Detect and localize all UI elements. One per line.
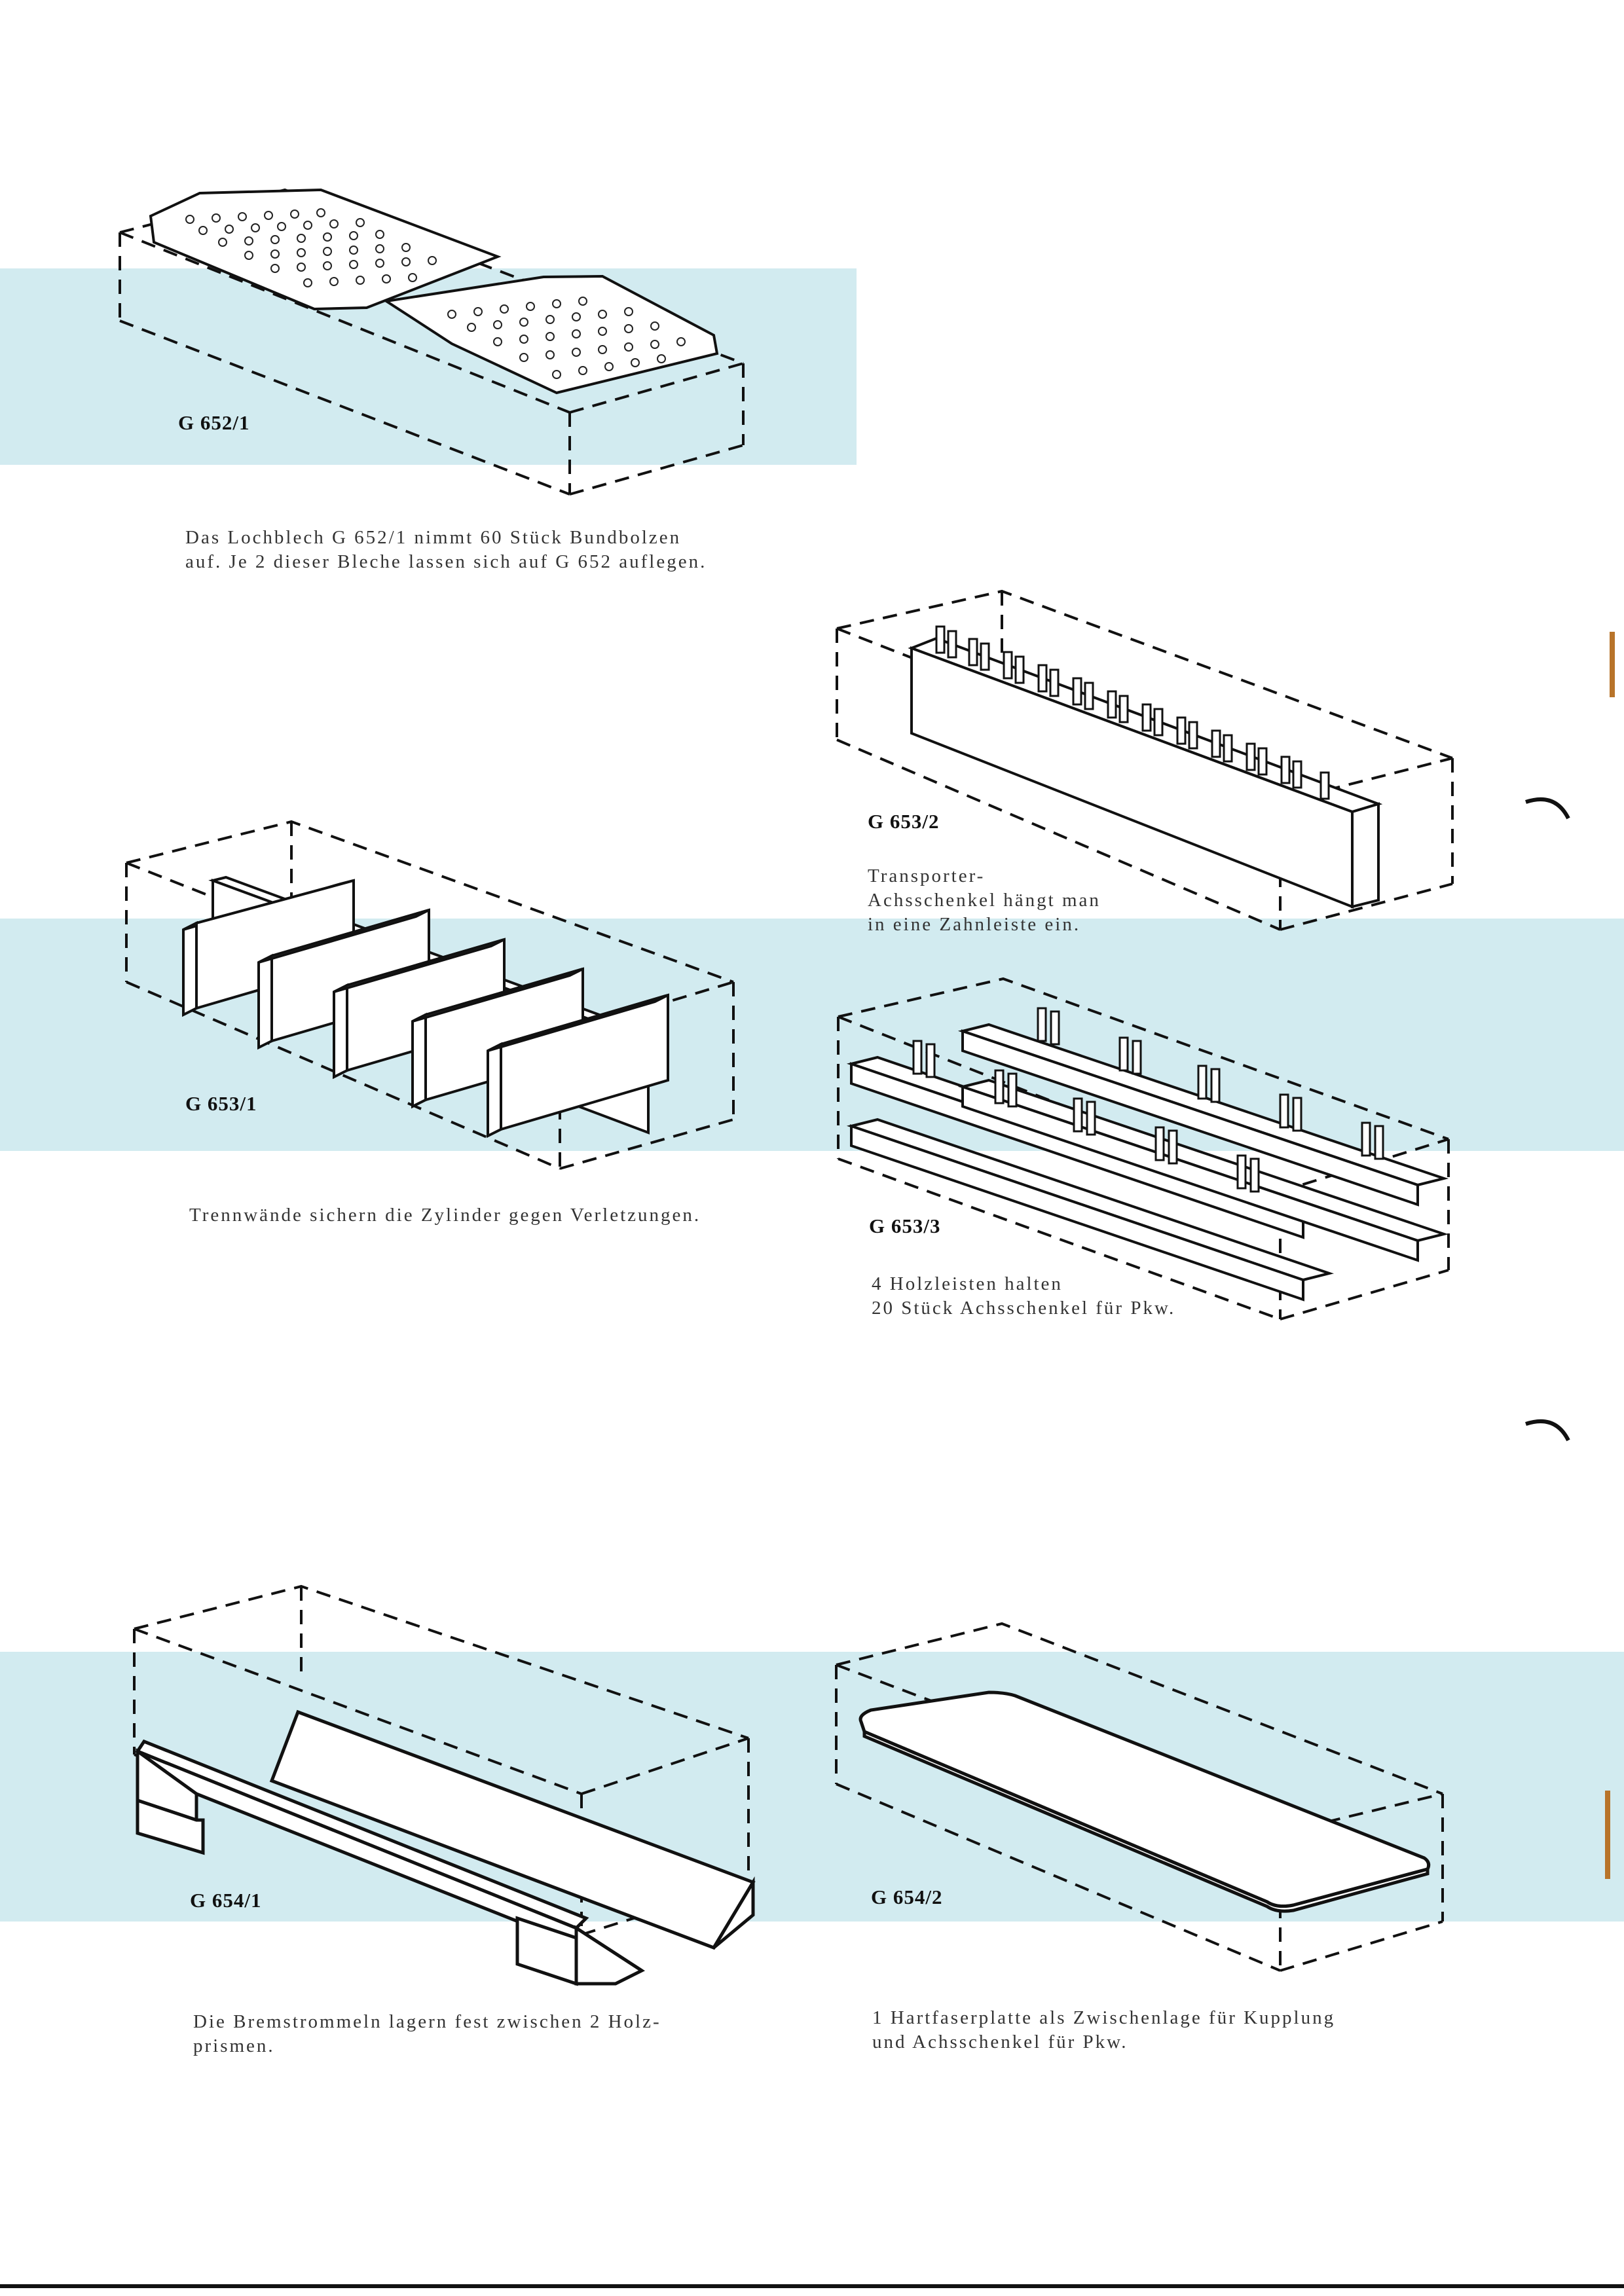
caption-line: prismen. (193, 2035, 275, 2056)
binder-hole-mark (1525, 1419, 1570, 1442)
figure-label-g653-3: G 653/3 (869, 1214, 941, 1237)
strip-pins (913, 1008, 1383, 1192)
caption-g653-3: 4 Holzleisten halten 20 Stück Achsschenk… (872, 1272, 1175, 1321)
caption-g654-2: 1 Hartfaserplatte als Zwischenlage für K… (872, 2006, 1335, 2054)
caption-line: 1 Hartfaserplatte als Zwischenlage für K… (872, 2007, 1336, 2028)
prism-supports (138, 1800, 576, 1984)
caption-g652-1: Das Lochblech G 652/1 nimmt 60 Stück Bun… (185, 526, 707, 574)
caption-line: Trennwände sichern die Zylinder gegen Ve… (189, 1205, 701, 1226)
caption-line: 4 Holzleisten halten (872, 1273, 1063, 1294)
figure-label-g654-2: G 654/2 (871, 1886, 943, 1908)
figure-label-g654-1: G 654/1 (190, 1889, 262, 1912)
sheet-holes (186, 209, 685, 378)
cross-dividers (183, 881, 668, 1136)
caption-line: in eine Zahnleiste ein. (868, 914, 1081, 935)
caption-line: Das Lochblech G 652/1 nimmt 60 Stück Bun… (185, 527, 682, 548)
figure-label-g652-1: G 652/1 (178, 411, 250, 434)
strip-pins (936, 627, 1329, 799)
caption-line: Die Bremstrommeln lagern fest zwischen 2… (193, 2011, 661, 2032)
prism-left (138, 1741, 642, 1984)
caption-g653-1: Trennwände sichern die Zylinder gegen Ve… (189, 1203, 701, 1228)
caption-line: Achsschenkel hängt man (868, 890, 1101, 911)
caption-line: auf. Je 2 dieser Bleche lassen sich auf … (185, 551, 707, 572)
binder-hole-mark (1525, 797, 1570, 820)
caption-g654-1: Die Bremstrommeln lagern fest zwischen 2… (193, 2010, 661, 2058)
caption-line: und Achsschenkel für Pkw. (872, 2032, 1128, 2052)
caption-line: Transporter- (868, 866, 986, 886)
perforated-sheet-right (386, 276, 717, 393)
prism-right (272, 1712, 753, 1948)
figure-label-g653-1: G 653/1 (185, 1092, 257, 1115)
caption-g653-2: Transporter- Achsschenkel hängt man in e… (868, 864, 1101, 937)
caption-line: 20 Stück Achsschenkel für Pkw. (872, 1298, 1176, 1319)
hardboard-plate (860, 1692, 1429, 1911)
figure-label-g653-2: G 653/2 (868, 810, 940, 833)
